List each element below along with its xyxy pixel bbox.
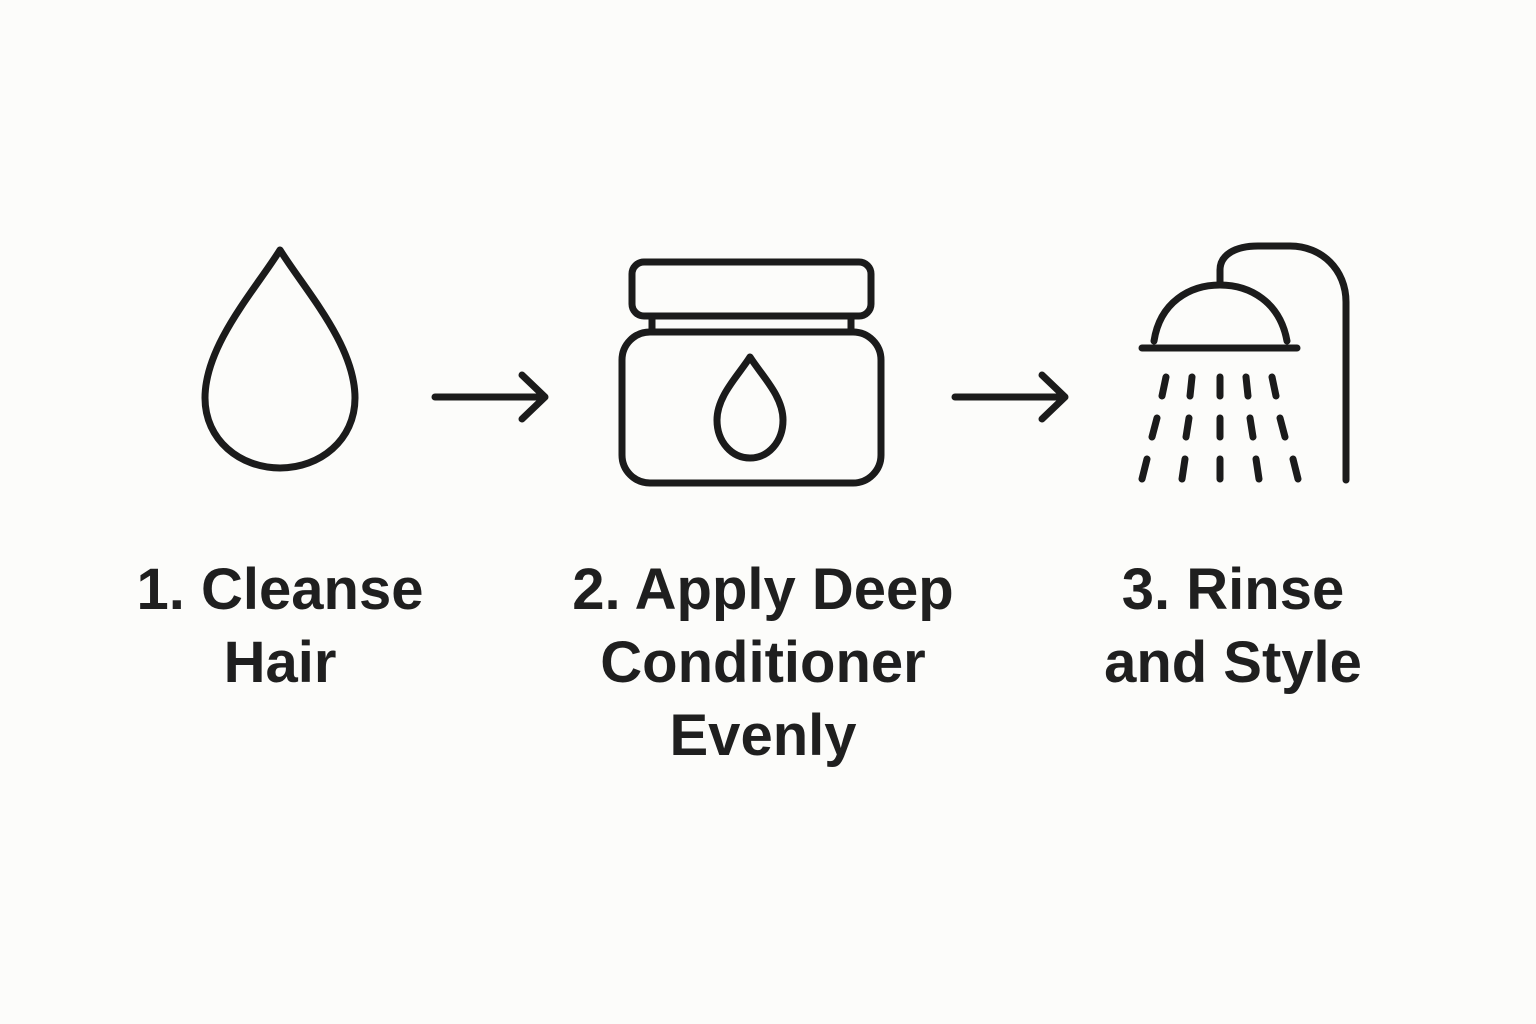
step-2-line-2: Conditioner: [600, 630, 926, 695]
step-2-line-1: 2. Apply Deep: [572, 557, 954, 622]
step-1-line-1: 1. Cleanse: [136, 557, 424, 622]
step-1-line-2: Hair: [223, 630, 337, 695]
step-2-label: 2. Apply Deep Conditioner Evenly: [540, 553, 986, 772]
step-3-label: 3. Rinse and Style: [1075, 553, 1391, 699]
water-drop-icon: [196, 240, 366, 480]
right-arrow-icon: [428, 370, 554, 426]
right-arrow-icon: [948, 370, 1074, 426]
step-2-line-3: Evenly: [669, 703, 857, 768]
step-3-line-1: 3. Rinse: [1121, 557, 1345, 622]
step-1-label: 1. Cleanse Hair: [120, 553, 440, 699]
step-3-line-2: and Style: [1104, 630, 1362, 695]
shower-head-icon: [1130, 238, 1366, 490]
conditioner-jar-icon: [614, 252, 892, 494]
